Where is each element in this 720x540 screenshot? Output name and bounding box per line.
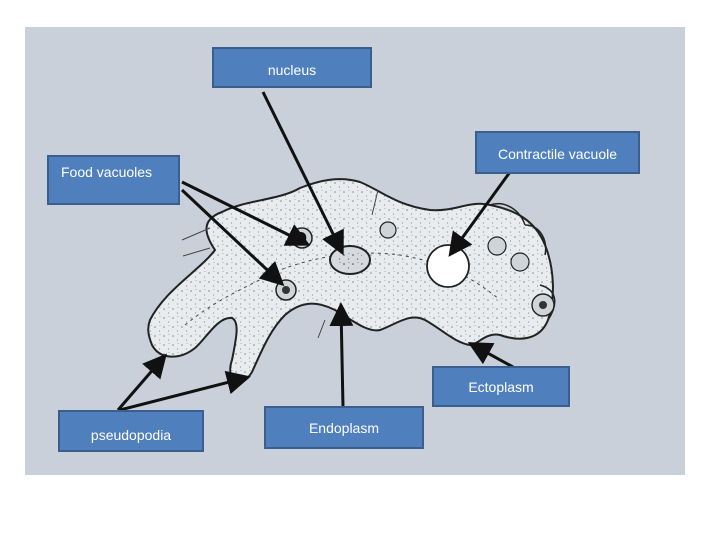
pseudopodia-label: pseudopodia — [58, 410, 204, 452]
food-vacuoles-label: Food vacuoles — [47, 155, 180, 205]
endoplasm-arrow — [341, 308, 343, 407]
food-particle-6 — [539, 301, 547, 309]
pseudopodia-arrow-2 — [120, 378, 245, 410]
ectoplasm-arrow — [473, 345, 513, 367]
contractile-vacuole-label: Contractile vacuole — [475, 131, 640, 174]
nucleus-chromatin — [336, 251, 364, 269]
food-particle-2 — [282, 286, 290, 294]
amoeba-cell — [148, 179, 554, 382]
contractile-vacuole-body — [427, 245, 469, 287]
endoplasm-label: Endoplasm — [264, 406, 424, 449]
ectoplasm-label: Ectoplasm — [432, 366, 570, 407]
cell-granules — [148, 179, 553, 382]
food-vacuole-3 — [380, 222, 396, 238]
food-vacuole-5 — [511, 253, 529, 271]
food-vacuole-4 — [488, 237, 506, 255]
nucleus-label: nucleus — [212, 47, 372, 88]
